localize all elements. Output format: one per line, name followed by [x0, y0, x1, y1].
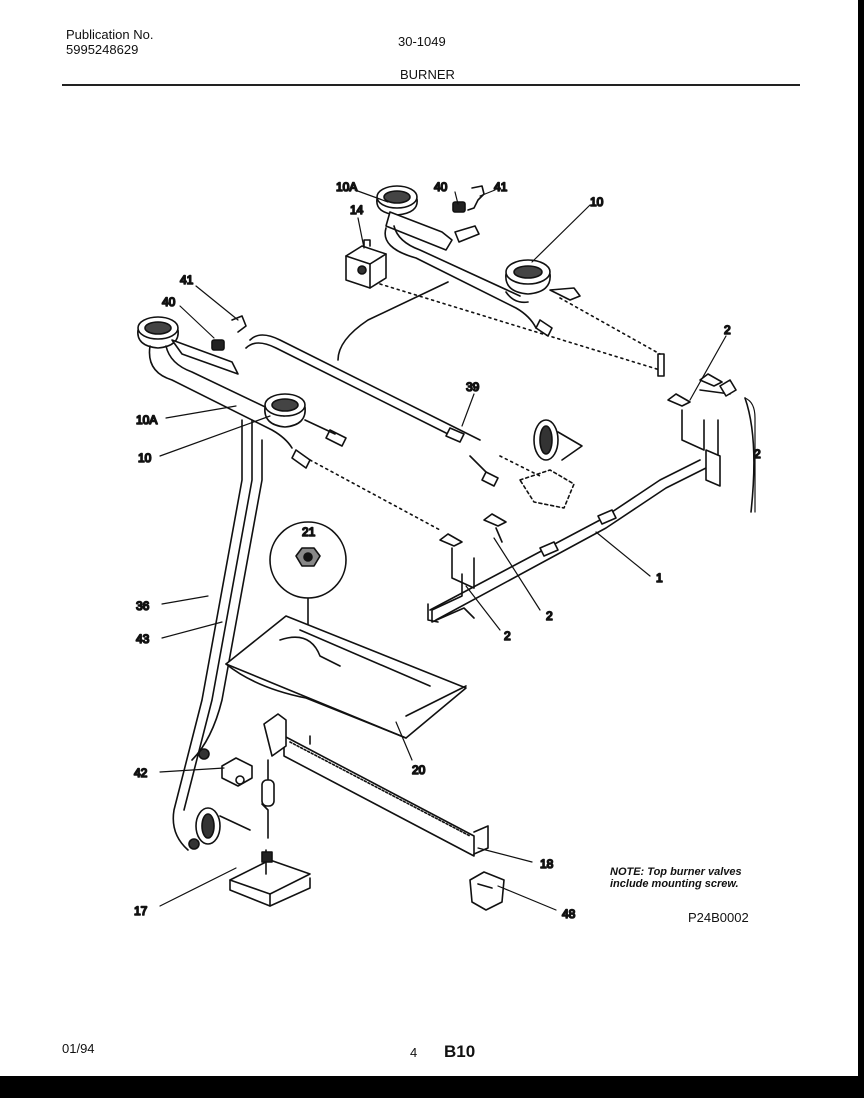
manifold-pipe-1: [427, 459, 707, 623]
footer-date: 01/94: [62, 1041, 95, 1056]
footer-page-number: 4: [410, 1045, 418, 1060]
rear-burner-assembly: [376, 185, 581, 337]
publication-label: Publication No.: [66, 27, 154, 42]
callout-48: 48: [562, 907, 576, 921]
callout-41-top: 41: [494, 180, 508, 194]
burner-valves: [439, 353, 723, 589]
publication-number: 5995248629: [66, 42, 139, 57]
bracket-42: [198, 748, 253, 787]
callout-40-top: 40: [434, 180, 448, 194]
section-title: BURNER: [400, 67, 455, 82]
callout-18: 18: [540, 857, 554, 871]
thermostat-coil: [519, 419, 583, 509]
header-rule: [62, 84, 800, 86]
note-text: NOTE: Top burner valves include mounting…: [610, 866, 742, 890]
callout-2-right: 2: [754, 447, 761, 461]
model-code: 30-1049: [398, 34, 446, 49]
bracket-48: [469, 871, 505, 911]
callout-40-left: 40: [162, 295, 176, 309]
callout-41-left: 41: [180, 273, 194, 287]
scan-border-bottom: [0, 1076, 864, 1098]
oven-burner-18: [261, 713, 489, 857]
callout-20: 20: [412, 763, 426, 777]
callout-10a-top: 10A: [336, 180, 357, 194]
part-40-41-top: [452, 185, 485, 213]
callout-21: 21: [302, 525, 316, 539]
callout-10a-left: 10A: [136, 413, 157, 427]
front-burner-assembly: [137, 315, 347, 469]
inset-21: [269, 521, 347, 659]
callout-10-top: 10: [590, 195, 604, 209]
note-line-2: include mounting screw.: [610, 878, 739, 890]
valve-bracket: [431, 573, 475, 623]
footer-page-code: B10: [444, 1042, 476, 1061]
figure-code: P24B0002: [688, 910, 749, 925]
callout-42: 42: [134, 766, 148, 780]
callout-43: 43: [136, 632, 150, 646]
pressure-regulator-14: [345, 239, 387, 289]
callout-14: 14: [350, 203, 364, 217]
oven-gas-tubes: [172, 419, 263, 851]
callout-39: 39: [466, 380, 480, 394]
note-line-1: NOTE: Top burner valves: [610, 866, 742, 878]
callout-1: 1: [656, 571, 663, 585]
callout-36: 36: [136, 599, 150, 613]
callout-2-mid: 2: [546, 609, 553, 623]
baffle-20: [225, 615, 467, 739]
callout-2-top: 2: [724, 323, 731, 337]
connector-tubes: [245, 281, 755, 531]
callout-2-low: 2: [504, 629, 511, 643]
callout-17: 17: [134, 904, 148, 918]
leader-lines: [159, 189, 756, 911]
scan-border-right: [858, 0, 864, 1098]
callout-10-left: 10: [138, 451, 152, 465]
oven-thermostat-17: [188, 807, 311, 907]
